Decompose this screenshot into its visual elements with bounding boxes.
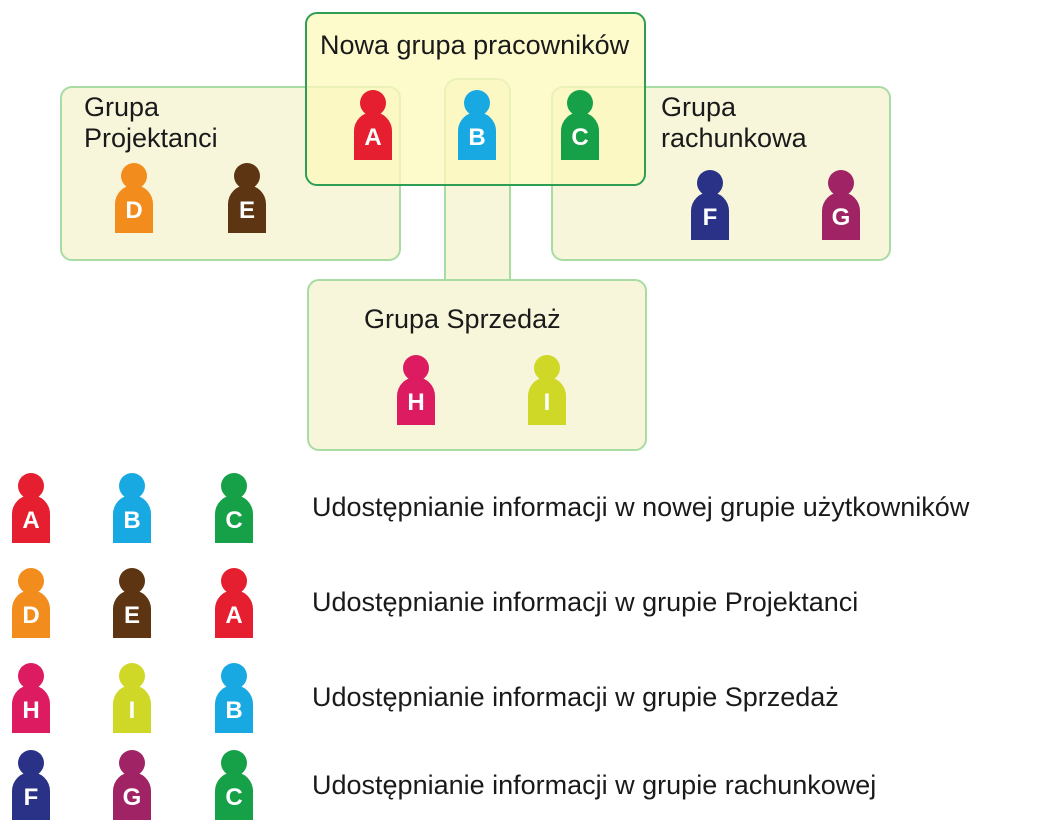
group-designers-label: Grupa Projektanci bbox=[84, 92, 218, 154]
person-icon: A bbox=[12, 473, 50, 549]
person-icon: I bbox=[113, 663, 151, 739]
group-sales-label: Grupa Sprzedaż bbox=[364, 304, 561, 334]
person-icon: B bbox=[458, 90, 496, 166]
person-icon: C bbox=[215, 473, 253, 549]
legend-text: Udostępnianie informacji w grupie Sprzed… bbox=[312, 682, 839, 712]
person-icon: C bbox=[215, 750, 253, 826]
group-accounting-label: Grupa rachunkowa bbox=[661, 92, 807, 154]
person-icon: E bbox=[113, 568, 151, 644]
person-icon: B bbox=[113, 473, 151, 549]
legend-text: Udostępnianie informacji w grupie rachun… bbox=[312, 770, 877, 800]
legend-text: Udostępnianie informacji w grupie Projek… bbox=[312, 587, 859, 617]
person-icon: G bbox=[822, 170, 860, 246]
legend-text: Udostępnianie informacji w nowej grupie … bbox=[312, 492, 970, 522]
person-icon: E bbox=[228, 163, 266, 239]
person-icon: D bbox=[12, 568, 50, 644]
person-icon: G bbox=[113, 750, 151, 826]
person-icon: I bbox=[528, 355, 566, 431]
person-icon: C bbox=[561, 90, 599, 166]
person-icon: H bbox=[12, 663, 50, 739]
person-icon: B bbox=[215, 663, 253, 739]
group-new-label: Nowa grupa pracowników bbox=[320, 30, 630, 60]
person-icon: D bbox=[115, 163, 153, 239]
person-icon: F bbox=[691, 170, 729, 246]
person-icon: H bbox=[397, 355, 435, 431]
person-icon: A bbox=[354, 90, 392, 166]
group-sales-box bbox=[307, 279, 647, 451]
person-icon: F bbox=[12, 750, 50, 826]
person-icon: A bbox=[215, 568, 253, 644]
